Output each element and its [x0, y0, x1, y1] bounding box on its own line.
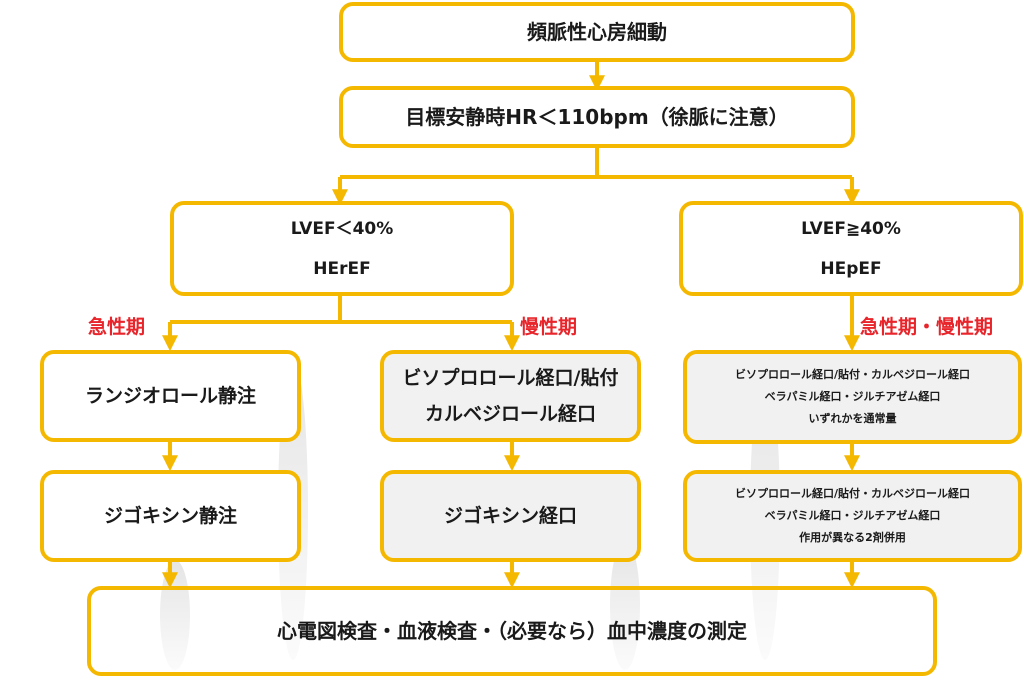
digoxin-iv-text: ジゴキシン静注: [103, 505, 237, 527]
herf-lvef: LVEF＜40%: [290, 218, 394, 239]
digoxin-oral-text: ジゴキシン経口: [443, 505, 577, 527]
hepef-combo-line1: ビソプロロール経口/貼付・カルベジロール経口: [734, 487, 971, 500]
digoxin-iv-box: ジゴキシン静注: [40, 470, 301, 562]
hepef-combo-line2: ベラパミル経口・ジルチアゼム経口: [764, 509, 941, 522]
hepef-label: HEpEF: [820, 258, 882, 279]
chronic-phase-label: 慢性期: [520, 316, 578, 338]
herf-label: HErEF: [313, 258, 371, 279]
carvedilol-text: カルベジロール経口: [424, 403, 596, 425]
chronic-beta-blocker-box: ビソプロロール経口/貼付 カルベジロール経口: [380, 350, 641, 442]
acute-chronic-phase-label: 急性期・慢性期: [860, 316, 994, 338]
target-hr-box: 目標安静時HR＜110bpm（徐脈に注意）: [339, 86, 855, 148]
hepef-box: LVEF≧40% HEpEF: [679, 201, 1023, 296]
target-hr-text: 目標安静時HR＜110bpm（徐脈に注意）: [405, 105, 789, 129]
hepef-mono-line3: いずれかを通常量: [808, 412, 897, 425]
af-box: 頻脈性心房細動: [339, 2, 855, 62]
hepef-combination-box: ビソプロロール経口/貼付・カルベジロール経口 ベラパミル経口・ジルチアゼム経口 …: [683, 470, 1022, 562]
hepef-mono-line2: ベラパミル経口・ジルチアゼム経口: [764, 390, 941, 403]
bisoprolol-text: ビソプロロール経口/貼付: [402, 367, 619, 389]
monitoring-box: 心電図検査・血液検査・（必要なら）血中濃度の測定: [87, 586, 937, 676]
af-title: 頻脈性心房細動: [527, 20, 667, 44]
hepef-lvef: LVEF≧40%: [801, 218, 901, 239]
acute-phase-label: 急性期: [88, 316, 146, 338]
hepef-mono-line1: ビソプロロール経口/貼付・カルベジロール経口: [734, 368, 971, 381]
connector-target-split: [340, 148, 852, 179]
herf-box: LVEF＜40% HErEF: [170, 201, 514, 296]
landiolol-box: ランジオロール静注: [40, 350, 301, 442]
landiolol-text: ランジオロール静注: [84, 385, 256, 407]
connector-herf-split: [170, 296, 512, 324]
monitoring-text: 心電図検査・血液検査・（必要なら）血中濃度の測定: [277, 619, 747, 643]
hepef-combo-line3: 作用が異なる2剤併用: [799, 531, 906, 544]
digoxin-oral-box: ジゴキシン経口: [380, 470, 641, 562]
hepef-monotherapy-box: ビソプロロール経口/貼付・カルベジロール経口 ベラパミル経口・ジルチアゼム経口 …: [683, 350, 1022, 444]
